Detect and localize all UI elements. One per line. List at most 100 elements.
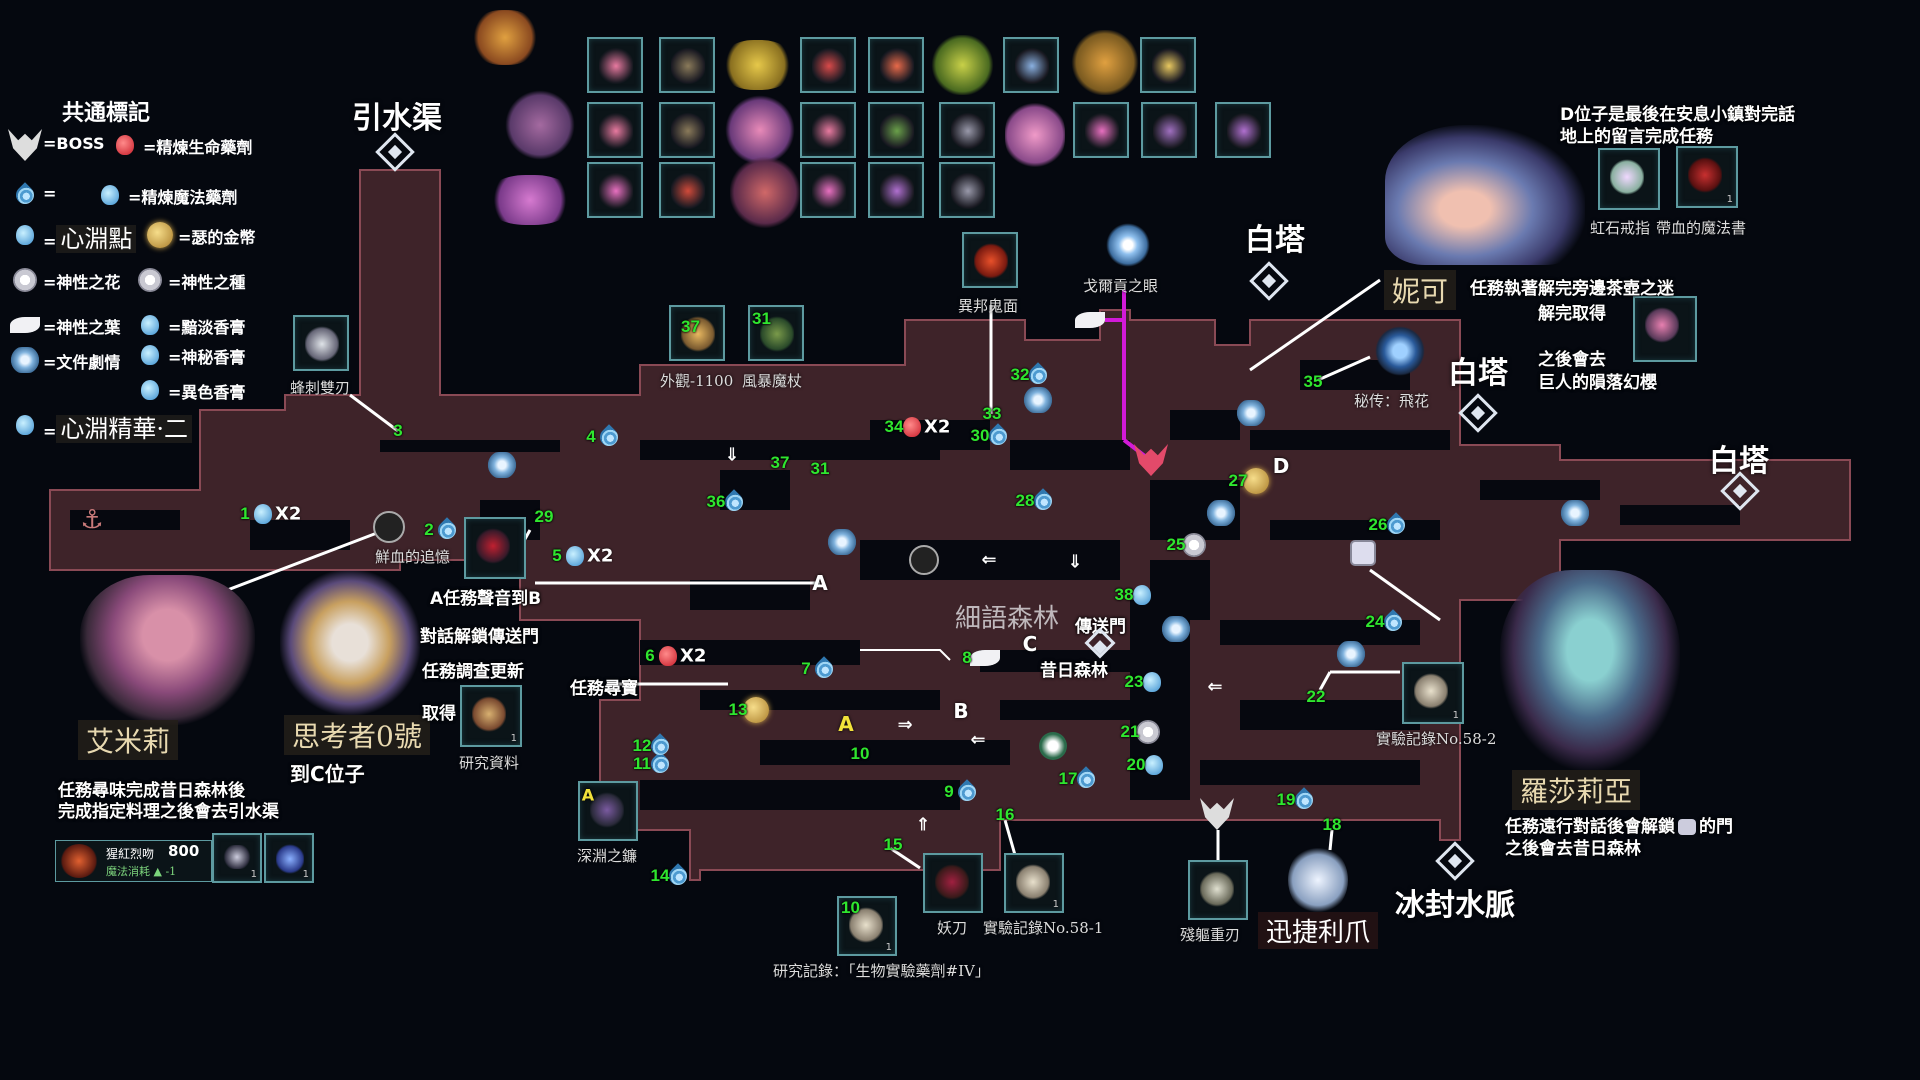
- swift-claw-icon[interactable]: [1288, 845, 1348, 915]
- mysterious-incense-icon[interactable]: [1145, 755, 1163, 775]
- spellbook-icon: [1688, 156, 1722, 194]
- drop-item-icon: [880, 172, 914, 210]
- nico-note-line-1: 任務執著解完旁邊茶壺之迷: [1470, 279, 1674, 299]
- divine-flower-icon: [13, 268, 37, 292]
- drop-item-box[interactable]: [868, 162, 924, 218]
- skill-card[interactable]: 猩紅烈吻 800 魔法消耗 ▲ -1: [55, 840, 212, 882]
- drop-item-box[interactable]: [659, 37, 715, 93]
- marker-number: 18: [1322, 815, 1342, 834]
- drop-item-box[interactable]: [1073, 102, 1129, 158]
- drop-item-box[interactable]: [587, 37, 643, 93]
- coin-icon[interactable]: [743, 697, 769, 723]
- quantity-x2: X2: [587, 545, 614, 567]
- secret-skill-icon[interactable]: [1375, 326, 1425, 376]
- item-box-exp-record-2[interactable]: 1: [1402, 662, 1464, 724]
- slot-item-1[interactable]: 1: [212, 833, 262, 883]
- flower-icon[interactable]: [1136, 720, 1160, 744]
- arrow-left-icon: ⇐: [970, 729, 986, 751]
- lock-icon[interactable]: [1350, 540, 1376, 566]
- drop-item-icon: [671, 172, 705, 210]
- marker-letter-c: C: [1022, 632, 1038, 656]
- blood-creature-icon: [476, 527, 510, 565]
- item-box-bloody-book[interactable]: 1: [1676, 146, 1738, 208]
- leaf-monster-icon: [1070, 30, 1140, 95]
- drop-item-box[interactable]: [1140, 37, 1196, 93]
- item-box-research-data[interactable]: 1: [460, 685, 522, 747]
- legend-label: =神秘香膏: [168, 344, 245, 368]
- item-box-phantom-sakura[interactable]: [1633, 296, 1697, 362]
- item-label: 鮮血的追憶: [375, 548, 451, 566]
- drop-item-box[interactable]: [800, 162, 856, 218]
- document-story-icon[interactable]: [1161, 616, 1191, 642]
- drop-item-box[interactable]: [1003, 37, 1059, 93]
- area-label-aqueduct: 引水渠: [352, 101, 442, 136]
- leaf-icon[interactable]: [970, 650, 1000, 666]
- drop-item-box[interactable]: [659, 162, 715, 218]
- drop-item-box[interactable]: [587, 102, 643, 158]
- item-box-blood-memory[interactable]: [464, 517, 526, 579]
- drop-item-icon: [951, 172, 985, 210]
- drop-item-box[interactable]: [659, 102, 715, 158]
- memory-emblem-icon[interactable]: [373, 511, 405, 543]
- item-box-skin-1100[interactable]: 37: [669, 305, 725, 361]
- document-story-icon[interactable]: [1336, 641, 1366, 667]
- marker-number: 33: [982, 404, 1002, 423]
- item-box-storm-staff[interactable]: 31: [748, 305, 804, 361]
- arrow-up-icon: ⇑: [915, 814, 931, 836]
- coin-icon[interactable]: [1243, 468, 1269, 494]
- item-box-foreign-mask[interactable]: [962, 232, 1018, 288]
- item-label: 妖刀: [937, 919, 968, 937]
- magic-potion-icon[interactable]: [566, 546, 584, 566]
- skill-name: 猩紅烈吻: [106, 847, 155, 861]
- refined-magic-potion-icon: [101, 185, 119, 205]
- document-story-icon[interactable]: [487, 452, 517, 478]
- character-name-rosalia: 羅莎莉亞: [1512, 770, 1641, 810]
- document-story-icon[interactable]: [1236, 400, 1266, 426]
- marker-number: 24: [1365, 612, 1385, 631]
- document-story-icon[interactable]: [827, 529, 857, 555]
- emblem-icon[interactable]: [909, 545, 939, 575]
- dim-incense-icon[interactable]: [1143, 672, 1161, 692]
- life-potion-icon[interactable]: [659, 646, 677, 666]
- divine-seed-icon: [138, 268, 162, 292]
- drop-item-box[interactable]: [587, 162, 643, 218]
- life-potion-icon[interactable]: [903, 417, 921, 437]
- drop-item-box[interactable]: [939, 102, 995, 158]
- gorgon-eye-icon[interactable]: [1106, 223, 1150, 267]
- drop-item-box[interactable]: [800, 102, 856, 158]
- lock-icon: [1678, 819, 1696, 835]
- drop-item-box[interactable]: [939, 162, 995, 218]
- slot-item-2[interactable]: 1: [264, 833, 314, 883]
- nico-note-line-4: 巨人的隕落幻櫻: [1538, 373, 1657, 393]
- magic-potion-icon[interactable]: [254, 504, 272, 524]
- document-story-icon[interactable]: [1560, 500, 1590, 526]
- item-box-abyss-scythe[interactable]: A: [578, 781, 638, 841]
- drop-item-box[interactable]: [1215, 102, 1271, 158]
- document-story-icon[interactable]: [1023, 387, 1053, 413]
- marker-number: 1: [240, 504, 250, 523]
- item-box-exp-record-1[interactable]: 1: [1004, 853, 1064, 913]
- item-box-bee-blades[interactable]: [293, 315, 349, 371]
- legend-label-big: 心淵點: [56, 225, 137, 253]
- marker-number: 29: [534, 507, 554, 526]
- book-icon: [472, 695, 506, 733]
- document-story-icon[interactable]: [1206, 500, 1236, 526]
- exotic-incense-icon[interactable]: [1133, 585, 1151, 605]
- legend-title: 共通標記: [62, 101, 151, 126]
- drop-item-icon: [599, 112, 633, 150]
- connector-line: [860, 649, 951, 661]
- drop-item-box[interactable]: [868, 102, 924, 158]
- drop-item-icon: [671, 47, 705, 85]
- tree-shrine-icon[interactable]: [1039, 732, 1067, 760]
- item-label: 蜂刺雙刃: [290, 379, 351, 397]
- item-box-broken-blade[interactable]: [1188, 860, 1248, 920]
- legend-label: =神性之葉: [43, 314, 120, 338]
- seed-icon[interactable]: [1182, 533, 1206, 557]
- drop-item-box[interactable]: [1141, 102, 1197, 158]
- drop-item-box[interactable]: [868, 37, 924, 93]
- item-box-demon-blade[interactable]: [923, 853, 983, 913]
- divine-leaf-icon[interactable]: [1075, 312, 1105, 328]
- item-box-rainbow-ring[interactable]: [1598, 148, 1660, 210]
- drop-item-box[interactable]: [800, 37, 856, 93]
